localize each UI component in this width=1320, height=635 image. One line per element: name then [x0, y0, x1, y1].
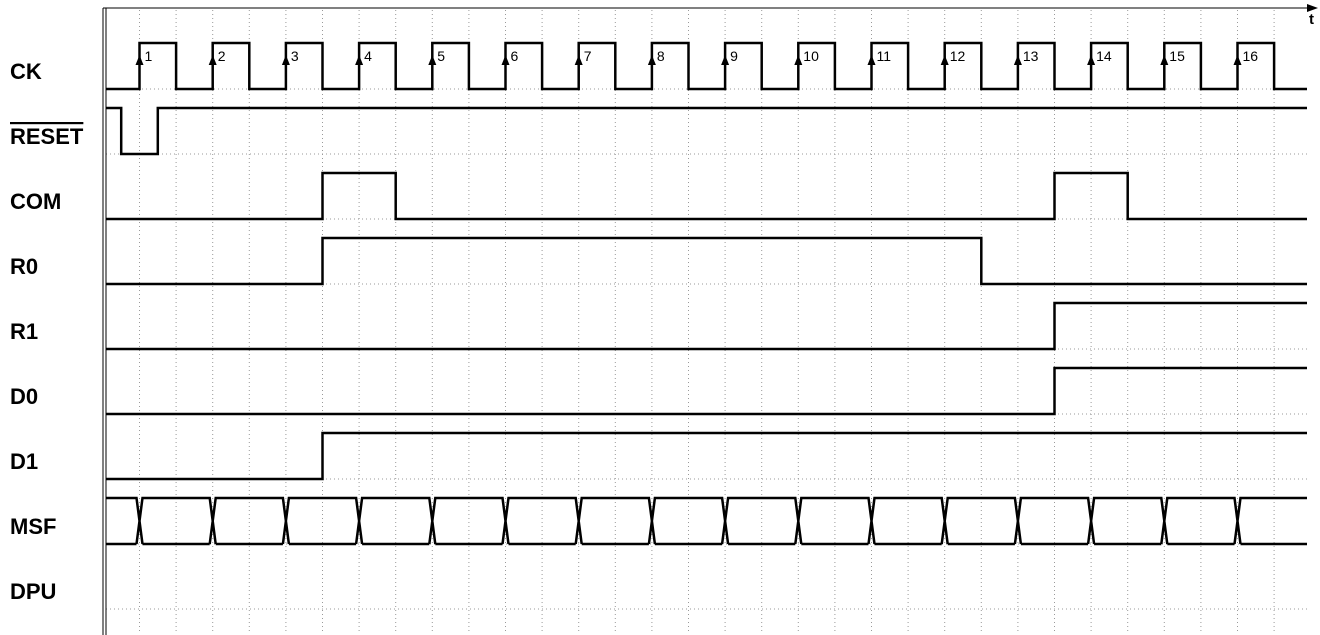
- wave-ck: [106, 41, 1307, 91]
- clock-cycle-label: 5: [437, 48, 445, 64]
- signal-label-dpu: DPU: [10, 579, 56, 604]
- clock-edge-arrow: [574, 55, 583, 65]
- clock-edge-arrow: [208, 55, 217, 65]
- axes: t: [102, 4, 1318, 635]
- clock-cycle-label: 2: [218, 48, 226, 64]
- clock-cycle-label: 8: [657, 48, 665, 64]
- clock-edge-arrow: [647, 55, 656, 65]
- signal-label-reset: RESET: [10, 124, 84, 149]
- wave-r0: [106, 236, 1307, 286]
- clock-cycle-label: 11: [877, 48, 892, 64]
- clock-edge-arrow: [1233, 55, 1242, 65]
- signal-label-d1: D1: [10, 449, 38, 474]
- clock-cycle-label: 14: [1096, 48, 1112, 64]
- clock-edge-arrow: [721, 55, 730, 65]
- clock-edge-arrow: [428, 55, 437, 65]
- clock-edge-arrow: [355, 55, 364, 65]
- clock-cycle-label: 10: [803, 48, 819, 64]
- clock-edge-arrow: [1160, 55, 1169, 65]
- wave-reset: [106, 106, 1307, 156]
- clock-edge-arrow: [501, 55, 510, 65]
- clock-edge-arrow: [794, 55, 803, 65]
- clock-edge-arrow: [281, 55, 290, 65]
- signal-label-msf: MSF: [10, 514, 56, 539]
- wave-d0: [106, 366, 1307, 416]
- wave-msf: [106, 496, 1307, 545]
- clock-cycle-label: 15: [1169, 48, 1185, 64]
- time-axis-label: t: [1309, 11, 1314, 28]
- clock-cycle-label: 3: [291, 48, 299, 64]
- clock-cycle-label: 9: [730, 48, 738, 64]
- clock-edge-arrow: [867, 55, 876, 65]
- clock-cycle-label: 4: [364, 48, 372, 64]
- clock-cycle-label: 7: [584, 48, 592, 64]
- signal-label-d0: D0: [10, 384, 38, 409]
- clock-edge-arrow: [940, 55, 949, 65]
- clock-edge-arrow: [1013, 55, 1022, 65]
- clock-edge-arrow: [135, 55, 144, 65]
- wave-r1: [106, 301, 1307, 351]
- signal-label-ck: CK: [10, 59, 42, 84]
- clock-cycle-label: 13: [1023, 48, 1039, 64]
- signal-label-com: COM: [10, 189, 61, 214]
- clock-cycle-label: 6: [511, 48, 519, 64]
- wave-com: [106, 171, 1307, 221]
- time-axis-arrow: [1307, 4, 1318, 12]
- clock-edge-arrow: [1087, 55, 1096, 65]
- clock-cycle-label: 1: [145, 48, 153, 64]
- grid: [106, 10, 1307, 633]
- clock-cycle-label: 12: [950, 48, 966, 64]
- clock-cycle-label: 16: [1243, 48, 1259, 64]
- signal-label-r0: R0: [10, 254, 38, 279]
- signal-label-r1: R1: [10, 319, 38, 344]
- wave-d1: [106, 431, 1307, 481]
